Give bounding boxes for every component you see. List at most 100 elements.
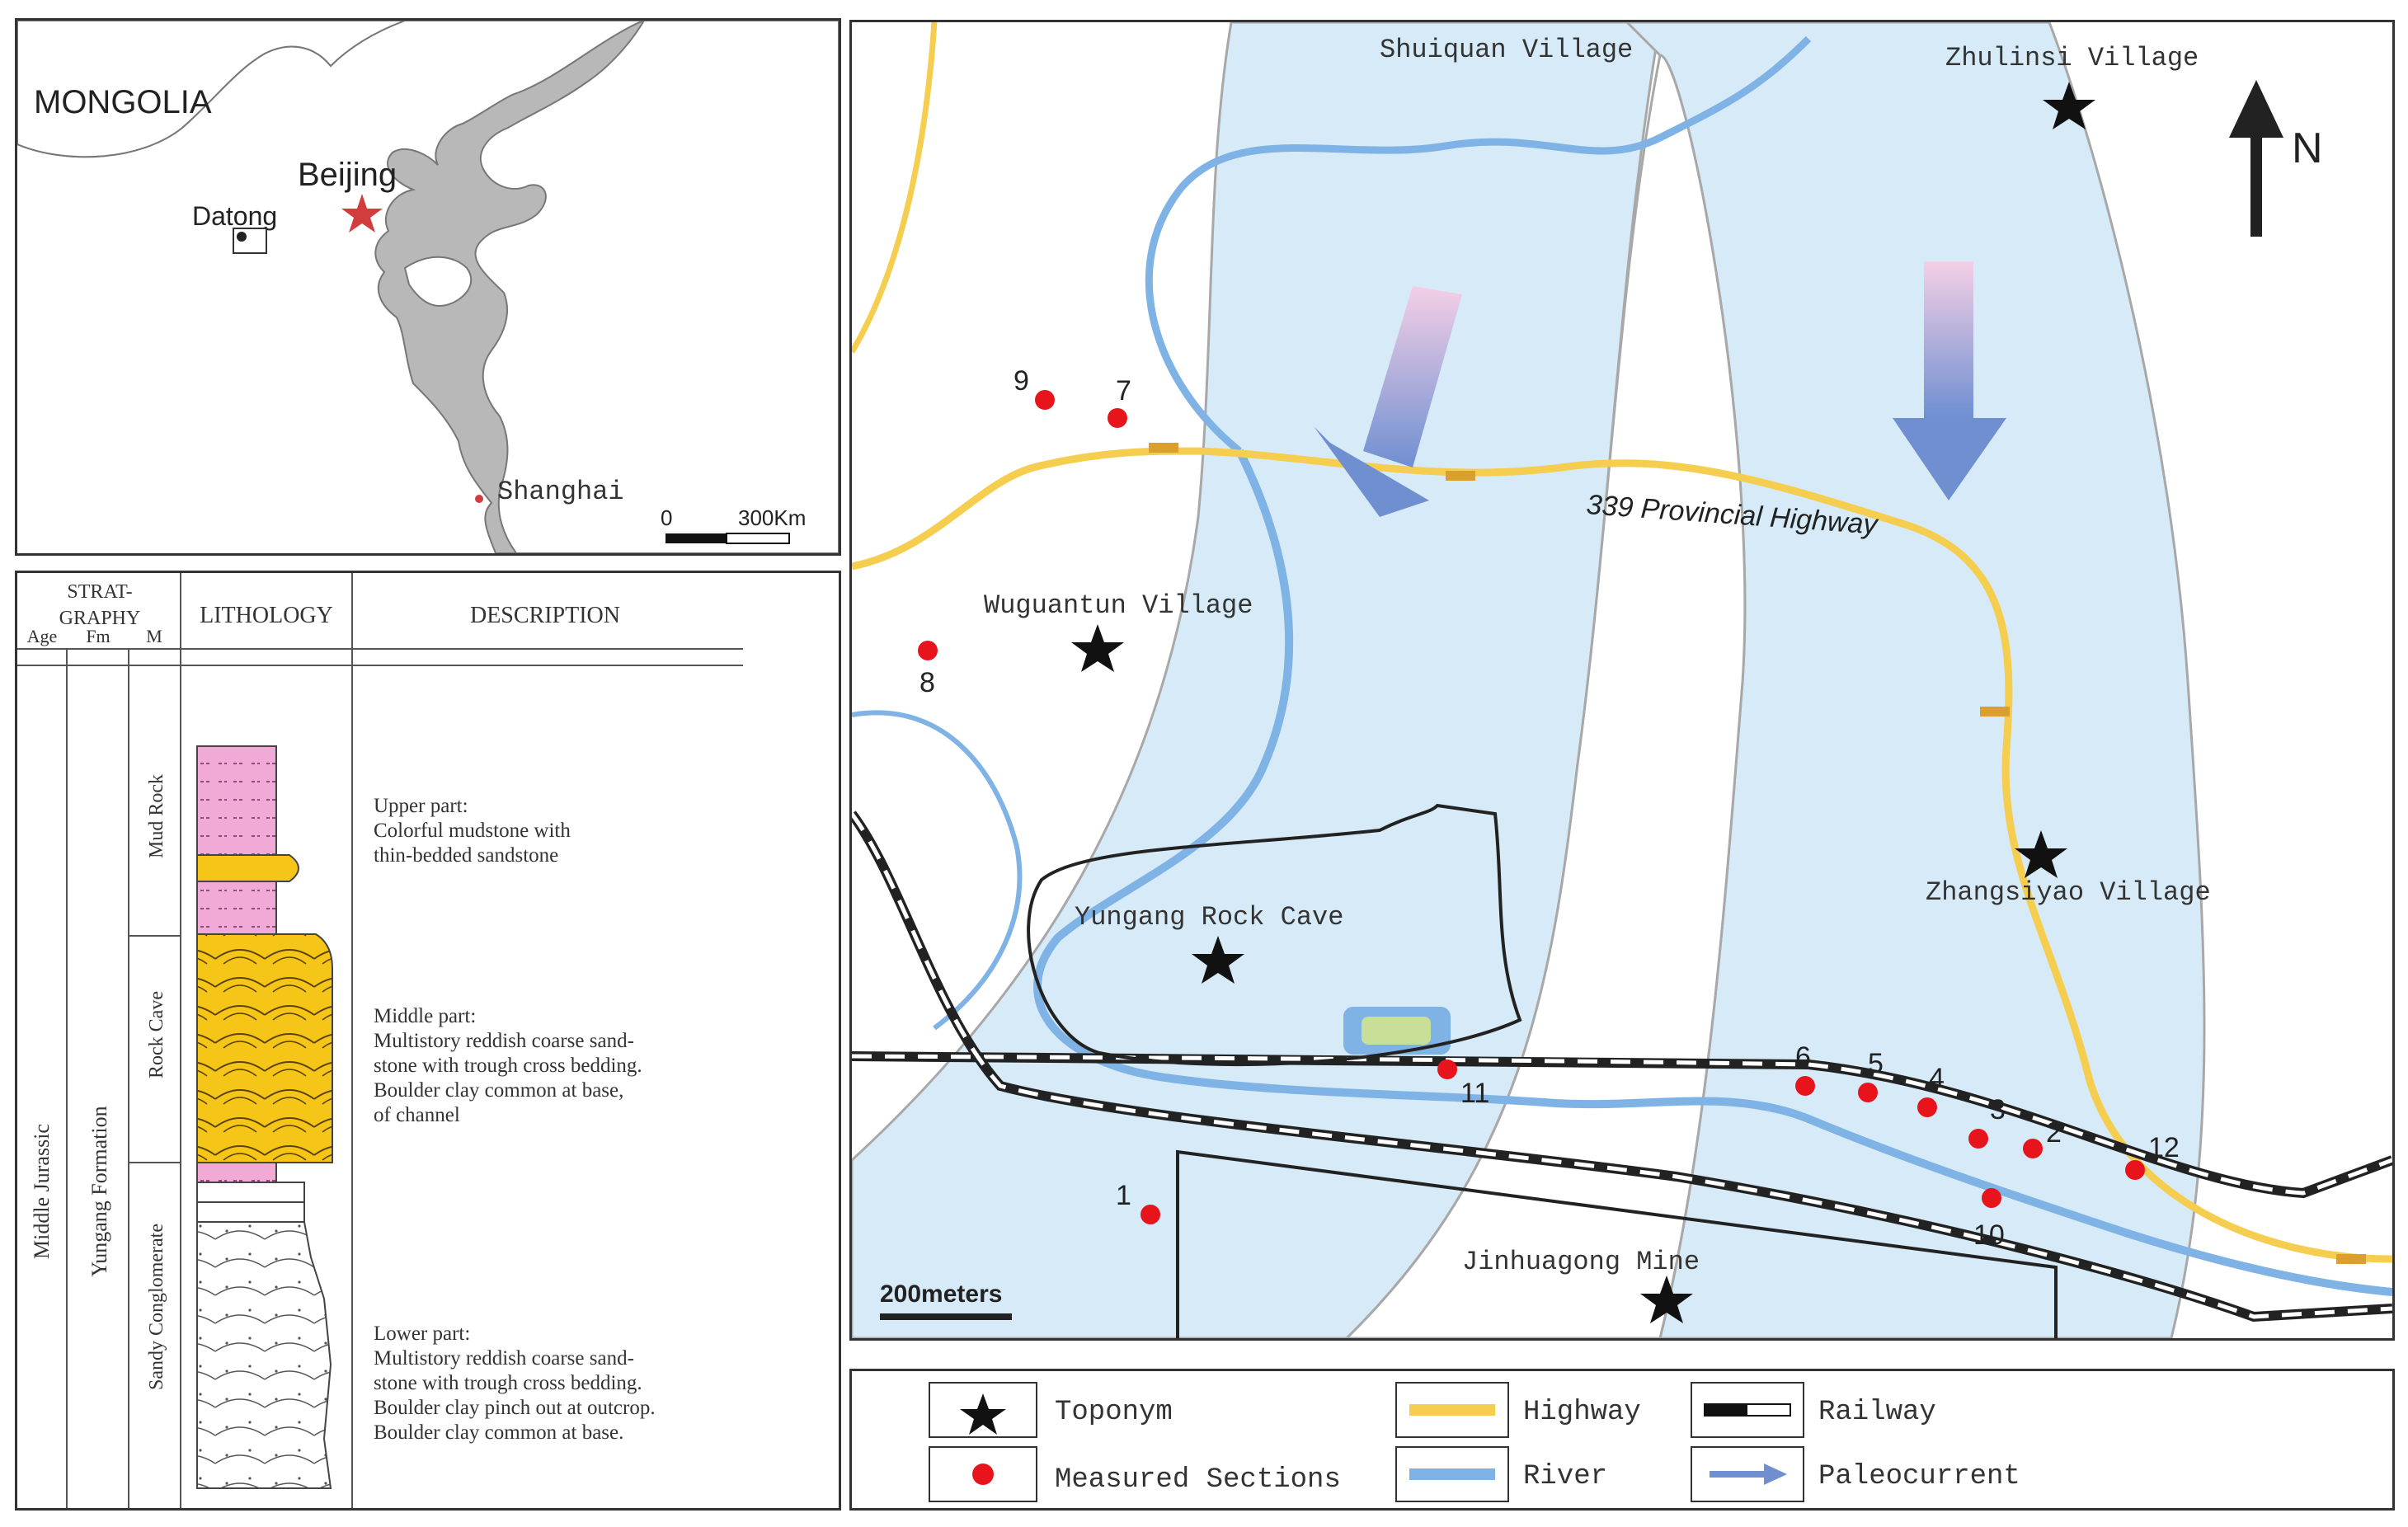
desc-lower-line2: stone with trough cross bedding.: [374, 1372, 642, 1394]
study-map-canvas: N 200meters Shuiquan Village Zhulinsi Vi…: [852, 22, 2392, 1338]
star-wuguantun-icon: [1071, 624, 1124, 672]
section-4-dot: [1917, 1097, 1937, 1117]
section-2-dot: [2023, 1139, 2043, 1158]
header-strat-line2: GRAPHY: [59, 608, 141, 629]
legend-sections-label: Measured Sections: [1055, 1464, 1341, 1496]
toponym-stars: [1071, 82, 2095, 1323]
section-8-label: 8: [919, 667, 935, 698]
header-m: M: [146, 626, 162, 646]
section-3-dot: [1968, 1129, 1988, 1149]
inset-map-canvas: MONGOLIA Beijing Datong Shanghai 0 300Km: [17, 21, 839, 553]
conglomerate-layer: [196, 1201, 305, 1223]
description-lower: Lower part: Multistory reddish coarse sa…: [374, 1323, 656, 1444]
datong-label: Datong: [192, 201, 277, 231]
section-9-dot: [1035, 390, 1055, 410]
desc-middle-line1: Multistory reddish coarse sand-: [374, 1030, 634, 1052]
member-sandy-conglomerate: Sandy Conglomerate: [146, 1224, 167, 1390]
yungang-boundary: [1027, 803, 1522, 1067]
inset-scale-bar: [665, 533, 727, 543]
place-yungang: Yungang Rock Cave: [1075, 902, 1343, 933]
lithology-column: [196, 745, 333, 1489]
header-age: Age: [27, 626, 58, 646]
legend-section-dot-icon: [972, 1464, 994, 1485]
star-zhangsiyao-icon: [2015, 830, 2067, 878]
map-scale-label: 200meters: [880, 1280, 1002, 1308]
member-mud-rock: Mud Rock: [146, 774, 167, 858]
river: [1145, 35, 1812, 454]
formation-label: Yungang Formation: [87, 1106, 111, 1276]
paleocurrent-arrow-east: [1893, 261, 2006, 500]
conglomerate-cap: [196, 1182, 305, 1203]
legend-highway-label: Highway: [1523, 1397, 1641, 1428]
desc-lower-line3: Boulder clay pinch out at outcrop.: [374, 1397, 656, 1419]
section-11-dot: [1437, 1060, 1457, 1079]
legend-paleocurrent-label: Paleocurrent: [1818, 1461, 2020, 1492]
beijing-label: Beijing: [298, 157, 397, 193]
sand-lens: [196, 854, 299, 882]
section-4-label: 4: [1929, 1063, 1945, 1094]
sea-area: [474, 21, 839, 553]
beijing-star-icon: [341, 194, 383, 233]
inter-channel-area: [1344, 54, 1747, 1338]
section-6-label: 6: [1795, 1041, 1811, 1073]
section-9-label: 9: [1014, 365, 1029, 397]
inset-location-map: MONGOLIA Beijing Datong Shanghai 0 300Km: [15, 18, 841, 556]
section-10-label: 10: [1973, 1219, 2005, 1251]
mud-bed-thin: [196, 1162, 277, 1183]
jinhuagong-boundary: [1176, 1149, 2058, 1338]
legend-river-label: River: [1523, 1461, 1607, 1492]
member-rock-cave: Rock Cave: [146, 991, 167, 1078]
sand-channel-body: [196, 933, 333, 1163]
legend-river-swatch: [1409, 1468, 1495, 1480]
section-3-label: 3: [1990, 1094, 2006, 1125]
shanghai-label: Shanghai: [497, 477, 624, 507]
mongolia-label: MONGOLIA: [34, 84, 212, 120]
legend-canvas: Toponym Measured Sections Highway River …: [929, 1382, 2020, 1502]
legend-highway-swatch: [1409, 1404, 1495, 1416]
header-fm: Fm: [86, 626, 110, 646]
legend-paleocurrent-arrow-icon: [1710, 1464, 1787, 1485]
map-legend: Toponym Measured Sections Highway River …: [849, 1369, 2395, 1511]
desc-upper-line1: Colorful mudstone with: [374, 820, 571, 842]
section-8-dot: [918, 641, 938, 660]
section-7-label: 7: [1116, 375, 1131, 406]
section-5-dot: [1858, 1083, 1878, 1102]
desc-middle-line2: stone with trough cross bedding.: [374, 1055, 642, 1077]
section-12-dot: [2125, 1160, 2145, 1180]
map-scale: 200meters: [880, 1280, 1012, 1320]
description-upper: Upper part: Colorful mudstone with thin-…: [374, 795, 571, 867]
section-7-dot: [1108, 408, 1127, 428]
provincial-highway: [852, 447, 2392, 1263]
star-yungang-icon: [1192, 936, 1244, 984]
datong-box-icon: [233, 228, 267, 254]
strat-column-canvas: STRAT- GRAPHY Age Fm M LITHOLOGY DESCRIP…: [17, 573, 743, 1508]
bohai-gulf: [403, 256, 473, 307]
conglomerate-body: [196, 1221, 332, 1489]
legend-toponym-star-icon: [960, 1393, 1006, 1435]
age-label: Middle Jurassic: [30, 1124, 54, 1259]
section-5-label: 5: [1868, 1048, 1884, 1079]
stratigraphic-column-panel: STRAT- GRAPHY Age Fm M LITHOLOGY DESCRIP…: [15, 571, 841, 1511]
measured-sections: 1 2 3 4 5 6 7 8 9 10 11 12: [918, 365, 2180, 1251]
place-jinhuagong: Jinhuagong Mine: [1462, 1247, 1700, 1277]
north-arrow: N: [2229, 80, 2323, 237]
section-6-dot: [1795, 1076, 1815, 1096]
paleocurrent-arrow-west: [1314, 286, 1462, 517]
section-10-dot: [1982, 1188, 2001, 1208]
place-wuguantun: Wuguantun Village: [984, 590, 1253, 621]
desc-lower-line4: Boulder clay common at base.: [374, 1421, 623, 1444]
section-2-label: 2: [2046, 1117, 2062, 1149]
legend-railway-label: Railway: [1818, 1397, 1936, 1428]
river-branch: [1033, 449, 2392, 1296]
north-label: N: [2292, 125, 2323, 172]
section-1-dot: [1141, 1205, 1160, 1224]
inset-scale-zero: 0: [661, 505, 672, 530]
desc-middle-line4: of channel: [374, 1104, 460, 1126]
description-middle: Middle part: Multistory reddish coarse s…: [374, 1005, 642, 1126]
section-11-label: 11: [1460, 1078, 1489, 1109]
desc-upper-line2: thin-bedded sandstone: [374, 844, 558, 867]
inset-scale-end: 300Km: [738, 505, 806, 530]
desc-middle-line3: Boulder clay common at base,: [374, 1079, 623, 1102]
desc-middle-title: Middle part:: [374, 1005, 476, 1027]
desc-lower-title: Lower part:: [374, 1323, 470, 1345]
